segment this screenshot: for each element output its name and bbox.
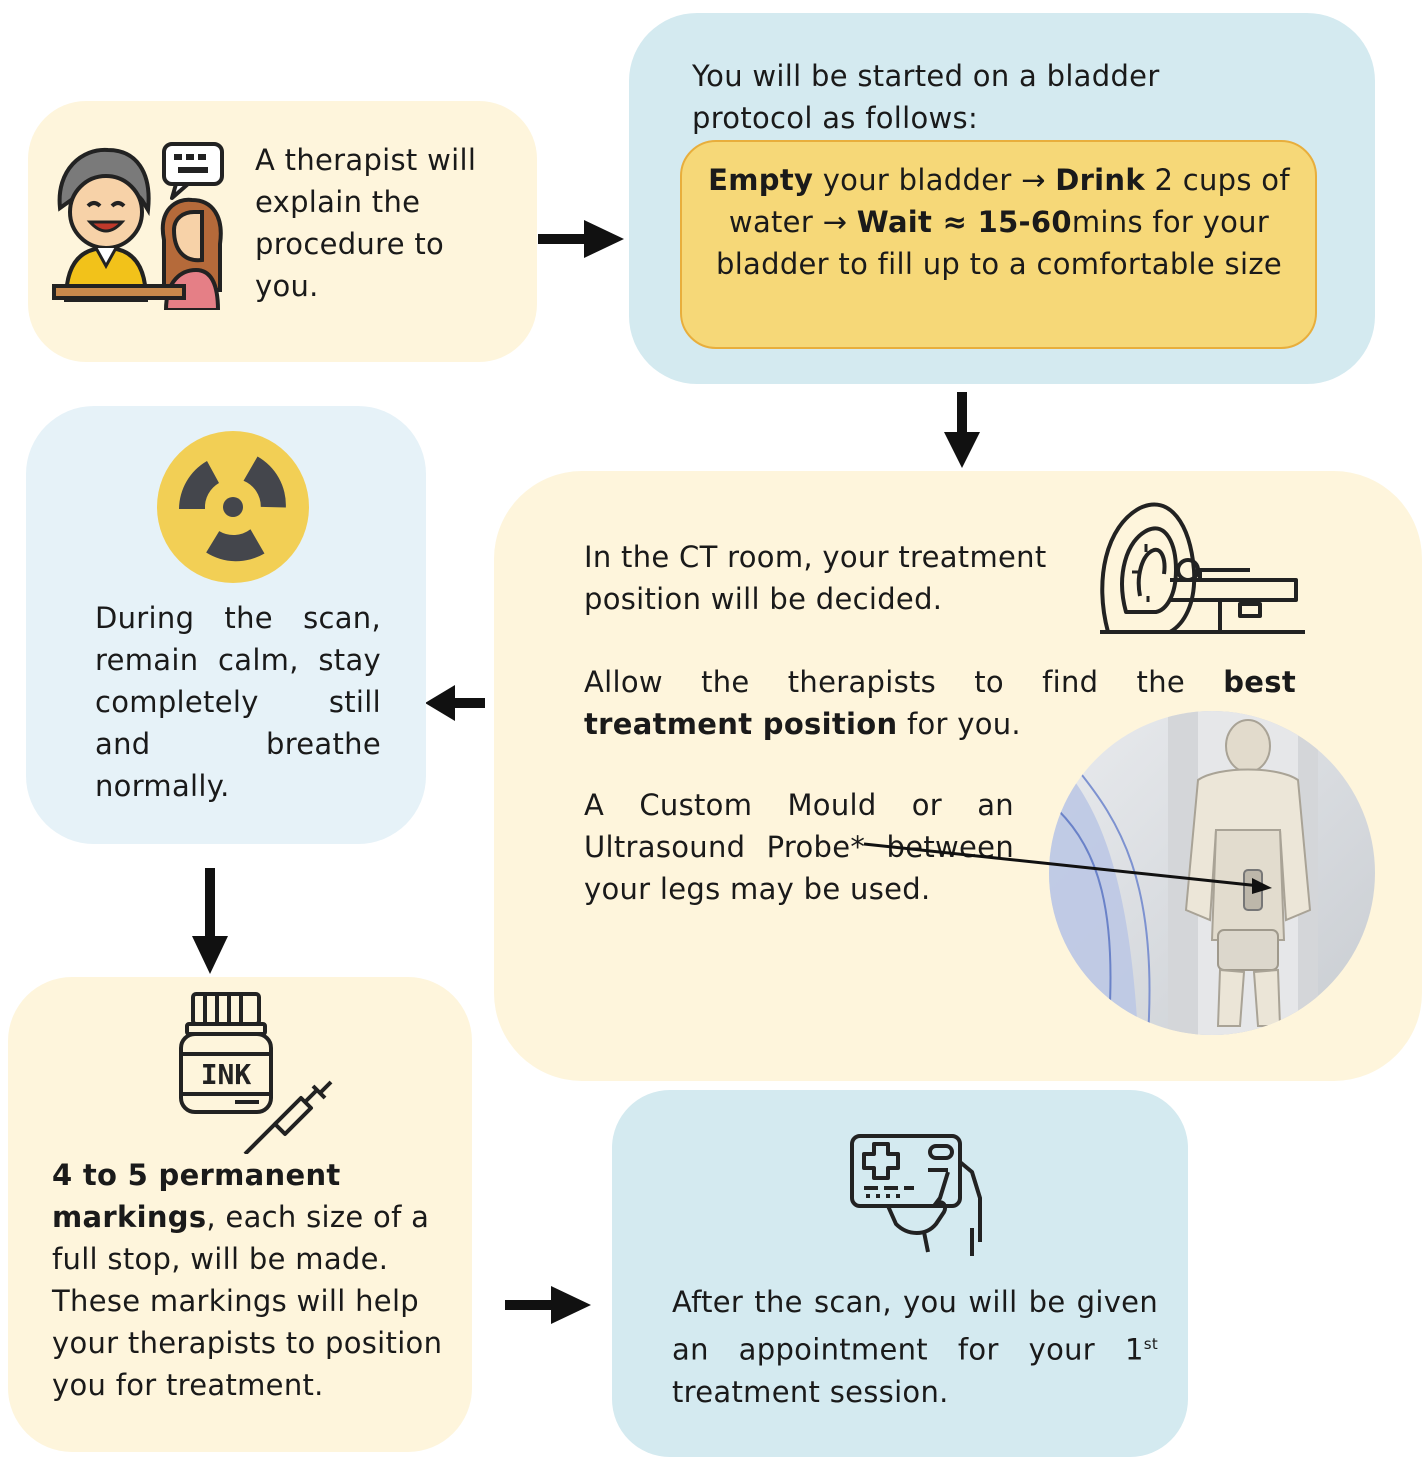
empty-label: Empty — [708, 163, 814, 197]
ct-best-position-text: Allow the therapists to find the best tr… — [584, 661, 1296, 745]
therapist-consultation-icon — [52, 142, 224, 310]
step-appointment-card — [612, 1090, 1188, 1457]
appointment-start: After the scan, you will be given an app… — [672, 1285, 1158, 1367]
best-position-start: Allow the therapists to find the — [584, 665, 1224, 699]
wait-label: Wait ≈ 15-60 — [856, 205, 1072, 239]
ink-bottle-syringe-icon: INK — [179, 992, 333, 1154]
bladder-protocol-box — [680, 140, 1317, 349]
best-position-bold: best treatment position — [584, 665, 1296, 741]
ct-mould-text: A Custom Mould or an Ultrasound Probe* b… — [584, 788, 1014, 906]
empty-rest: your bladder → — [813, 163, 1056, 197]
drink-rest: 2 cups of water → — [728, 163, 1290, 239]
ink-label: INK — [201, 1058, 252, 1091]
bladder-intro-text: You will be started on a bladder protoco… — [692, 59, 1160, 135]
appointment-card-icon — [850, 1134, 982, 1256]
arrow-down-icon — [944, 392, 980, 468]
arrow-down-icon — [192, 868, 228, 974]
step-explain-text: A therapist will explain the procedure t… — [255, 143, 477, 303]
appointment-end: treatment session. — [672, 1374, 949, 1409]
arrow-right-icon — [505, 1286, 591, 1324]
drink-label: Drink — [1055, 163, 1145, 197]
appointment-sup: st — [1143, 1335, 1158, 1353]
markings-text: 4 to 5 permanent markings, each size of … — [52, 1154, 452, 1406]
radiation-icon — [157, 431, 309, 583]
scan-instructions-text: During the scan, remain calm, stay compl… — [95, 601, 381, 803]
best-position-end: for you. — [897, 707, 1021, 741]
ct-scanner-icon — [1100, 502, 1305, 634]
step-markings-card — [8, 977, 472, 1452]
ct-position-text: In the CT room, your treatment position … — [584, 540, 1047, 616]
arrow-left-icon — [425, 685, 485, 721]
markings-bold: 4 to 5 permanent markings — [52, 1158, 341, 1234]
patient-on-couch-illustration — [1049, 711, 1375, 1035]
arrow-right-icon — [538, 220, 624, 258]
markings-rest: , each size of a full stop, will be made… — [52, 1200, 443, 1402]
bladder-protocol-text: Empty your bladder → Drink 2 cups of wat… — [704, 159, 1294, 285]
appointment-text: After the scan, you will be given an app… — [672, 1281, 1158, 1413]
wait-rest: mins for your bladder to fill up to a co… — [715, 205, 1282, 281]
probe-pointer-line — [863, 842, 1272, 894]
